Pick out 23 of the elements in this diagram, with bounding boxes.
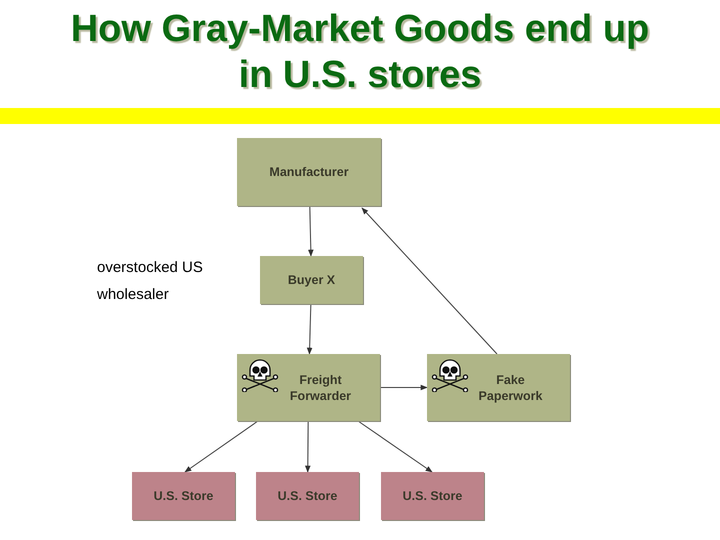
- arrow: [304, 420, 311, 473]
- process-box: [237, 354, 380, 421]
- arrow: [308, 206, 314, 257]
- node-label: Manufacturer: [269, 164, 349, 180]
- node-label: Freight Forwarder: [288, 372, 352, 404]
- process-box: [427, 354, 570, 421]
- process-box: [237, 138, 381, 206]
- node-label: U.S. Store: [402, 488, 462, 504]
- side-note: overstocked US wholesaler: [97, 258, 204, 305]
- store-box: [381, 472, 484, 520]
- arrow: [362, 207, 498, 354]
- arrow: [306, 304, 312, 355]
- node-label: U.S. Store: [154, 488, 214, 504]
- arrow: [380, 384, 428, 390]
- title: How Gray-Market Goods end up in U.S. stores: [70, 7, 650, 98]
- node-label: Buyer X: [288, 272, 336, 288]
- store-box: [132, 472, 235, 520]
- arrow: [358, 420, 433, 472]
- node-label: Fake Paperwork: [478, 372, 544, 404]
- process-box: [260, 256, 363, 304]
- node-label: U.S. Store: [278, 488, 338, 504]
- store-box: [256, 472, 359, 520]
- arrow: [184, 420, 258, 472]
